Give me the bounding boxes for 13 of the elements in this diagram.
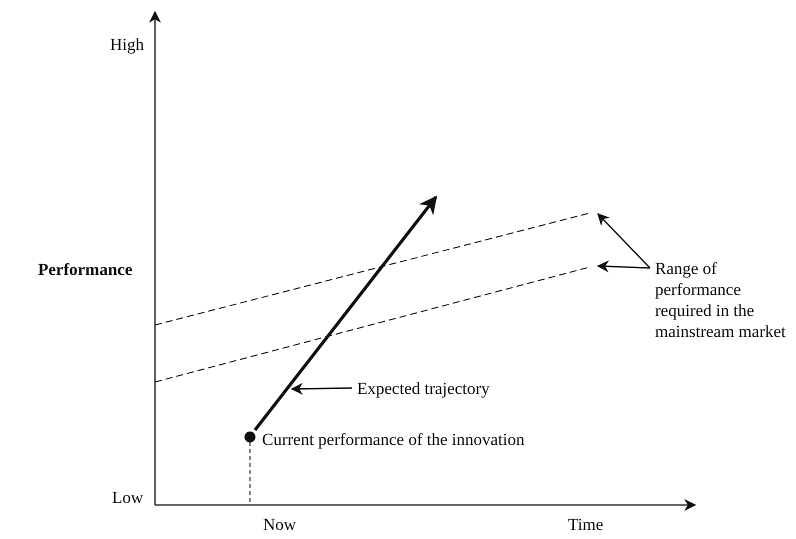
annotation-label: Current performance of the innovation: [262, 432, 524, 448]
axis-label: Now: [263, 514, 296, 535]
annotation-label: Expected trajectory: [357, 378, 490, 399]
dashed-line: [154, 212, 590, 326]
leader-arrow: [597, 213, 650, 268]
axis-title: Time: [568, 514, 604, 535]
axis-label: Low: [112, 487, 144, 508]
leader-arrow: [290, 382, 352, 395]
axis-title: Performance: [38, 259, 132, 280]
point-marker: [244, 432, 256, 442]
leader-arrow: [596, 260, 650, 272]
annotation-text: Range of performance required in the mainstream market: [655, 258, 795, 342]
axis-label: High: [110, 34, 144, 55]
